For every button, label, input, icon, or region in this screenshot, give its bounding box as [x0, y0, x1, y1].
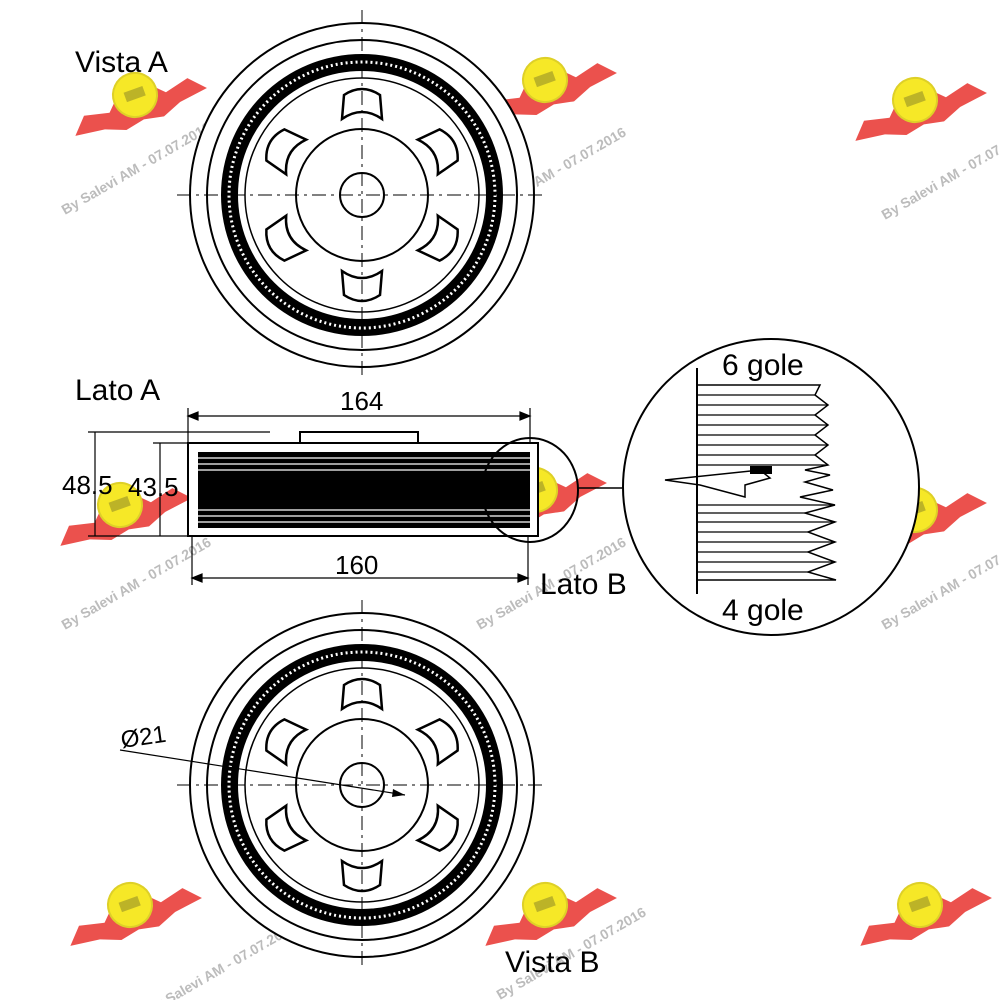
dimension-lines: [88, 408, 532, 585]
side-a-label: Lato A: [75, 374, 160, 407]
bore-diameter-dimension: Ø21: [119, 721, 168, 754]
view-b-drawing: [119, 598, 549, 972]
view-b-label: Vista B: [505, 946, 600, 979]
side-b-label: Lato B: [540, 568, 627, 601]
svg-text:By Salevi AM - 07.07.2016: By Salevi AM - 07.07.2016: [59, 534, 214, 633]
side-view-drawing: [187, 431, 622, 543]
groove-detail: [622, 338, 920, 636]
inner-width-dimension: 160: [335, 550, 378, 580]
svg-text:By Salevi AM - 07.07.2016: By Salevi AM - 07.07.2016: [879, 124, 1000, 223]
inner-height-dimension: 43.5: [128, 472, 179, 502]
view-a-label: Vista A: [75, 46, 168, 79]
view-a-drawing: [175, 8, 549, 382]
grooves-bottom-label: 4 gole: [722, 594, 804, 627]
grooves-top-label: 6 gole: [722, 349, 804, 382]
outer-width-dimension: 164: [340, 386, 383, 416]
outer-height-dimension: 48.5: [62, 470, 113, 500]
